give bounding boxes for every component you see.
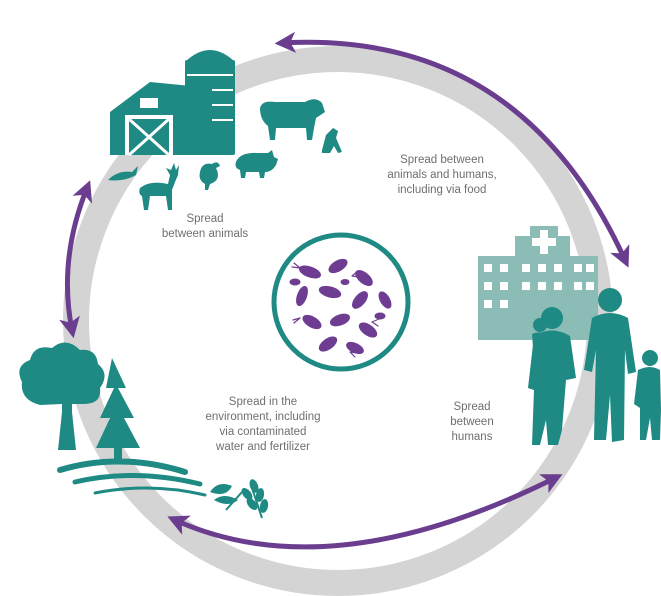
- barn-silo-icon: [110, 50, 235, 157]
- arrow-animals-environment: [59, 180, 93, 339]
- trees-icon: [19, 342, 140, 462]
- label-spread-animals: Spread between animals: [130, 212, 280, 242]
- water-waves-icon: [57, 458, 207, 497]
- label-line: environment, including: [205, 411, 321, 423]
- label-line: Spread in the: [228, 396, 298, 408]
- bacteria-petri-icon: [271, 232, 411, 372]
- label-spread-animals-humans: Spread between animals and humans, inclu…: [352, 153, 532, 198]
- cow-icon: [260, 99, 325, 140]
- cycle-arrows: [59, 31, 630, 550]
- hospital-icon: [478, 226, 598, 340]
- label-spread-humans: Spread between humans: [432, 400, 512, 445]
- label-line: animals and humans,: [387, 169, 497, 181]
- label-spread-environment: Spread in the environment, including via…: [188, 395, 338, 455]
- label-line: humans: [451, 431, 493, 443]
- label-line: Spread: [186, 213, 224, 225]
- arrow-animals-humans: [274, 31, 630, 268]
- chicken-icon: [199, 162, 220, 190]
- label-line: via contaminated: [219, 426, 307, 438]
- family-icon: [528, 288, 661, 445]
- arrow-environment-humans: [167, 474, 563, 550]
- label-line: between: [450, 416, 494, 428]
- deer-icon: [139, 163, 179, 210]
- bird-icon: [108, 166, 138, 181]
- label-line: Spread between: [400, 154, 484, 166]
- label-line: between animals: [161, 228, 249, 240]
- dog-icon: [322, 128, 342, 153]
- wheat-plant-icon: [210, 479, 269, 519]
- label-line: water and fertilizer: [216, 441, 310, 453]
- label-line: including via food: [397, 184, 487, 196]
- label-line: Spread: [453, 401, 491, 413]
- pig-icon: [235, 150, 278, 178]
